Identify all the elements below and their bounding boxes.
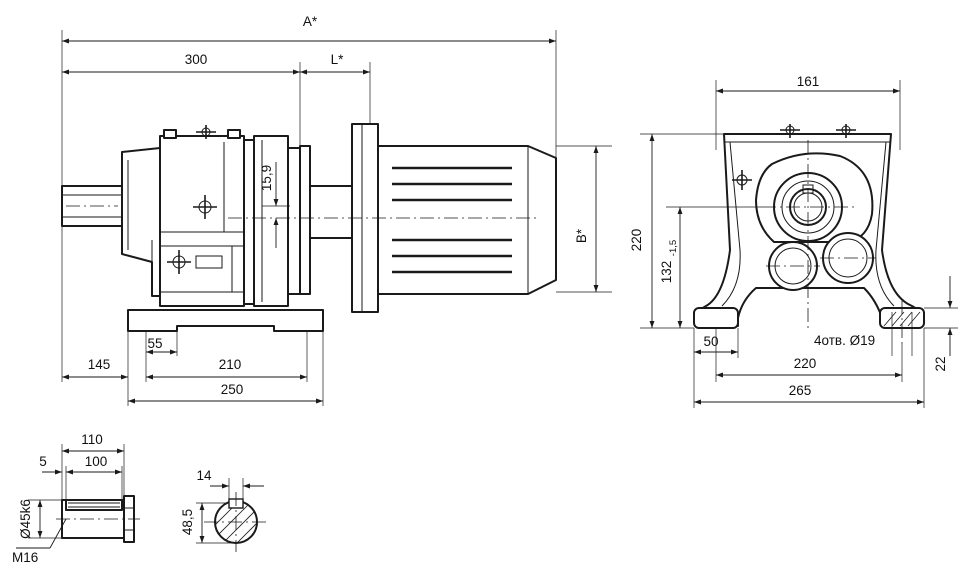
dim-foot-250: 250 (221, 382, 244, 397)
dim-motor-offset: L* (331, 52, 345, 67)
shaft-section: 14 48,5 (180, 468, 268, 552)
motor-cooling-ribs (392, 166, 512, 274)
dim-shaft-offset: 15,9 (259, 165, 274, 191)
dim-foot-145: 145 (88, 357, 111, 372)
dim-width-161: 161 (797, 74, 820, 89)
shaft-detail: 110 100 5 Ø45k6 M16 (12, 432, 140, 565)
dim-key-width: 14 (196, 468, 212, 483)
dim-foot-thickness: 22 (933, 356, 948, 371)
dim-shaft-100: 100 (85, 454, 108, 469)
dim-axis-tolerance: -1,5 (668, 240, 679, 256)
dim-shaft-5: 5 (39, 454, 47, 469)
front-dimensions: A* 300 L* B* 15,9 55 145 210 (61, 14, 612, 406)
dim-height-b: B* (574, 228, 589, 243)
dim-side-220: 220 (794, 356, 817, 371)
side-dimensions: 161 220 132 -1,5 4отв. Ø19 50 220 265 (629, 74, 958, 408)
base-plate (127, 309, 324, 332)
intermediate-flange (243, 139, 255, 305)
dim-thread: M16 (12, 550, 38, 565)
side-view (693, 124, 925, 344)
gearbox-housing (159, 135, 245, 307)
dim-height-220: 220 (629, 229, 644, 252)
dim-bolt-holes: 4отв. Ø19 (814, 333, 875, 348)
motor-adapter (309, 185, 353, 239)
plug-symbol (193, 195, 217, 219)
dim-shaft-110: 110 (81, 432, 103, 447)
dim-side-50: 50 (703, 334, 718, 349)
dim-key-depth: 48,5 (180, 509, 195, 535)
dim-overall-length: A* (303, 14, 318, 29)
dim-foot-55: 55 (147, 336, 162, 351)
top-lug (163, 129, 177, 139)
dim-axis-height: 132 (659, 261, 674, 284)
side-foot-left (693, 307, 739, 329)
dim-side-265: 265 (789, 383, 812, 398)
dim-foot-210: 210 (219, 357, 242, 372)
dim-length-300: 300 (185, 52, 208, 67)
dim-shaft-diameter: Ø45k6 (18, 499, 33, 539)
front-view (61, 123, 557, 332)
